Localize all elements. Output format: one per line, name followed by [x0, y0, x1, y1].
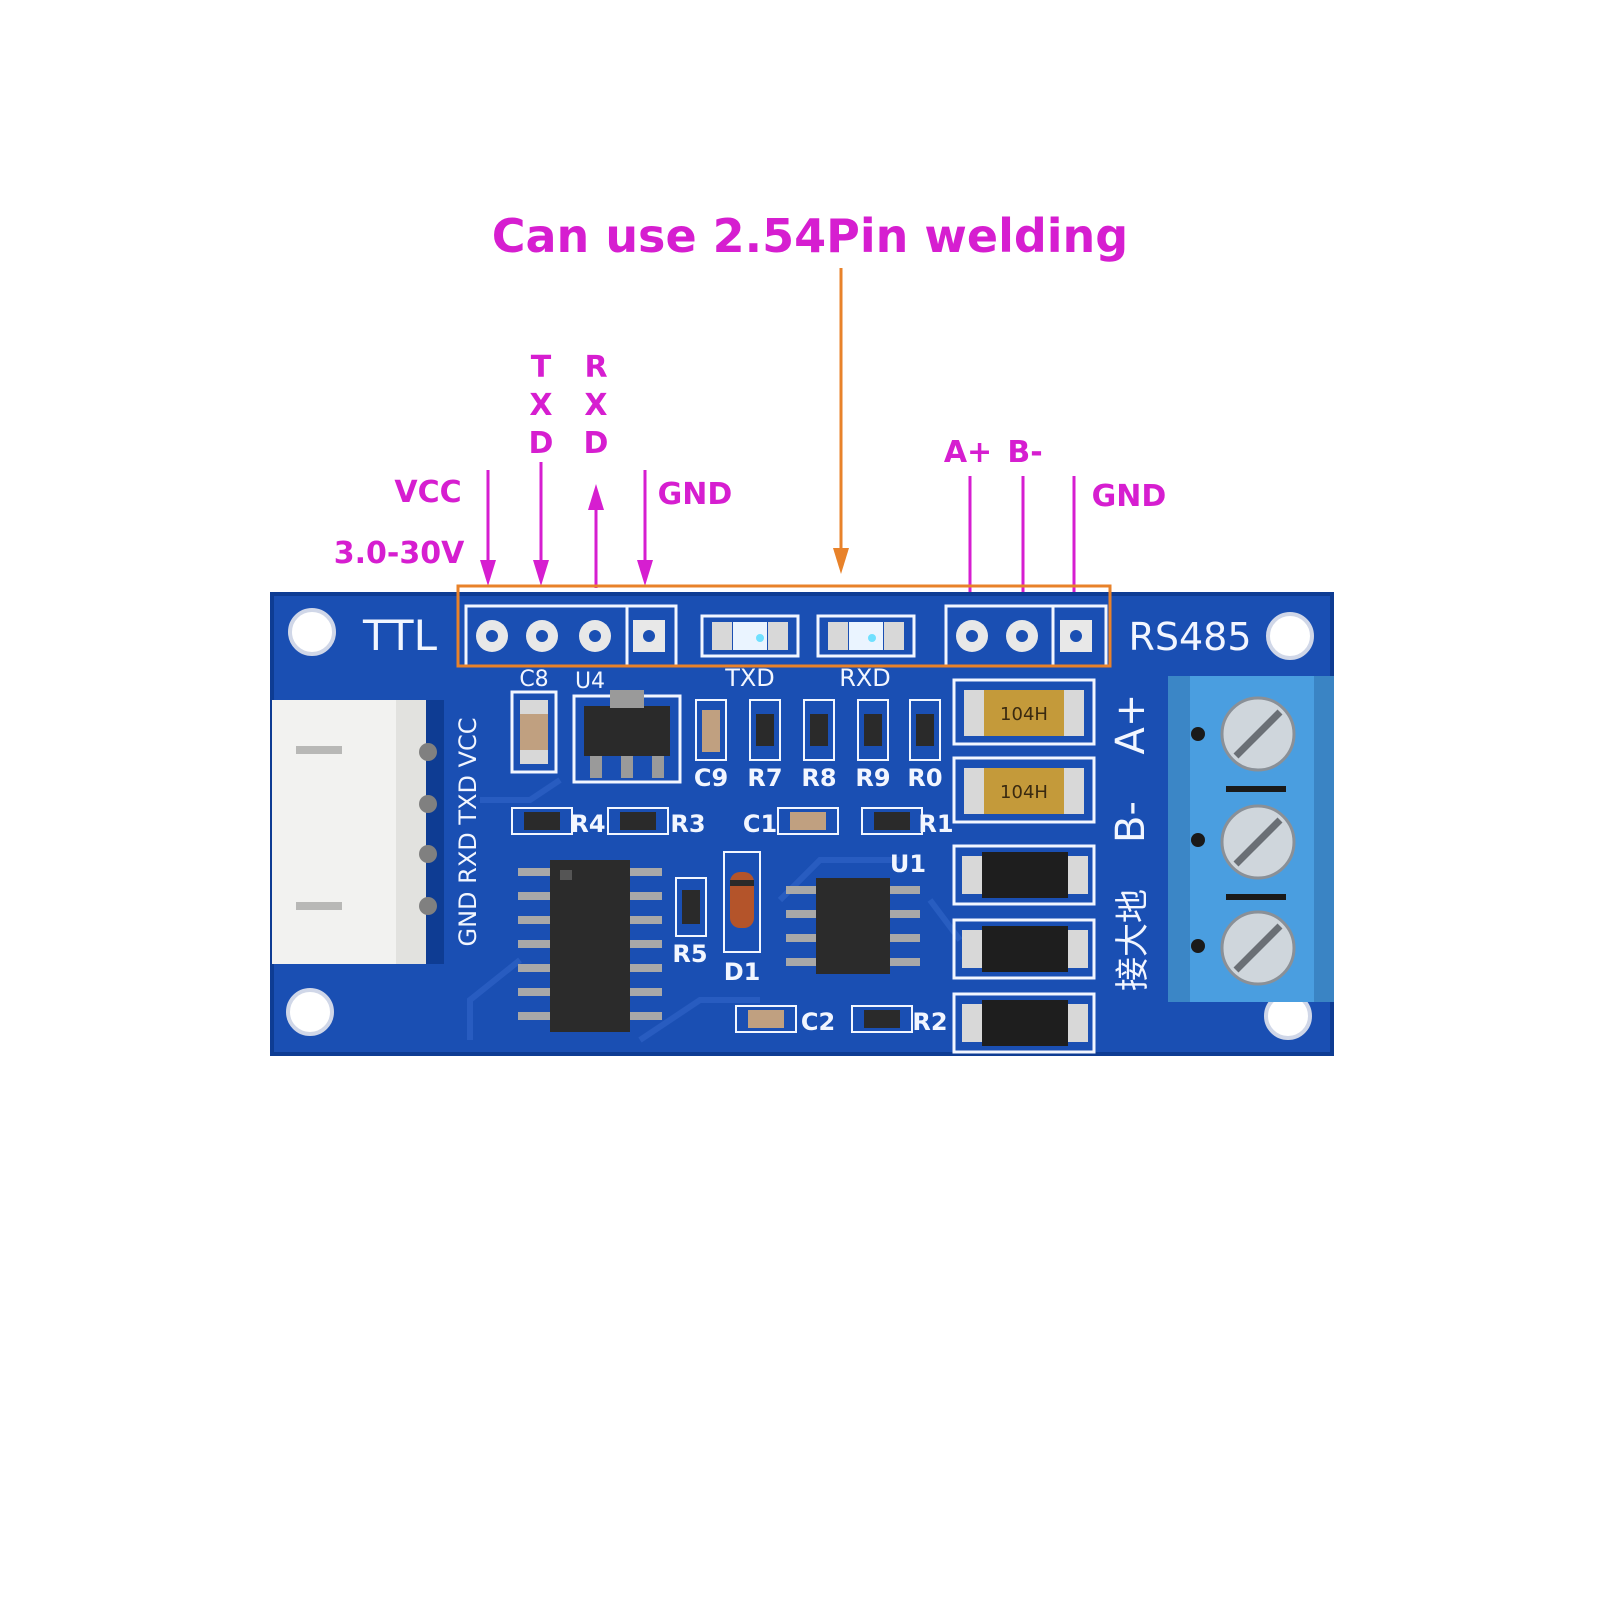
txd-arrow-icon — [533, 462, 549, 586]
callout-title: Can use 2.54Pin welding — [492, 209, 1128, 263]
svg-text:R: R — [584, 350, 607, 385]
svg-text:X: X — [529, 388, 552, 423]
ttl-header-pads — [476, 620, 665, 652]
ref-r1: R1 — [918, 810, 953, 838]
terminal-gnd-label: 接大地 — [1113, 889, 1153, 991]
rxd-arrow-icon — [588, 484, 604, 588]
header-highlight-box — [456, 584, 1112, 668]
ptc-fuse-2: 104H — [952, 756, 1096, 824]
transceiver-u1 — [786, 878, 920, 974]
svg-text:X: X — [584, 388, 607, 423]
terminal-screw-icon — [1220, 696, 1296, 986]
txd-vertical-label: T X D — [529, 350, 554, 461]
ref-u1: U1 — [890, 850, 926, 878]
smd-passives-row-3 — [735, 1005, 913, 1033]
ref-c1: C1 — [743, 810, 777, 838]
rs485-gnd-label: GND — [1092, 479, 1167, 514]
smd-passives-row — [695, 699, 941, 761]
isolator-ic — [518, 860, 662, 1032]
voltage-label: 3.0-30V — [334, 536, 465, 571]
ref-r7: R7 — [747, 764, 782, 792]
ref-d1: D1 — [724, 958, 761, 986]
jst-connector — [272, 700, 444, 964]
svg-text:D: D — [529, 426, 554, 461]
ttl-silkscreen: TTL — [362, 611, 438, 660]
svg-text:104H: 104H — [1000, 782, 1048, 803]
terminal-b-label: B- — [1108, 801, 1154, 843]
svg-text:T: T — [531, 350, 552, 385]
svg-text:D: D — [584, 426, 609, 461]
pcb-board: TTL RS485 — [270, 584, 1334, 1056]
ref-r5: R5 — [672, 940, 707, 968]
ref-u4: U4 — [575, 669, 605, 694]
ref-r8: R8 — [801, 764, 836, 792]
ref-r0: R0 — [907, 764, 942, 792]
ref-c9: C9 — [694, 764, 728, 792]
tvs-diodes — [952, 844, 1096, 1054]
ttl-gnd-label: GND — [658, 477, 733, 512]
vcc-label: VCC — [394, 475, 461, 510]
led-txd-label: TXD — [724, 664, 775, 692]
svg-text:104H: 104H — [1000, 704, 1048, 725]
led-rxd-label: RXD — [839, 664, 891, 692]
ref-r9: R9 — [855, 764, 890, 792]
rs485-silkscreen: RS485 — [1128, 615, 1251, 659]
ref-r2: R2 — [912, 1008, 947, 1036]
capacitor-c8 — [510, 690, 558, 774]
orange-arrow-icon — [833, 268, 849, 574]
rs485-header-pads — [956, 620, 1092, 652]
diode-d1 — [723, 851, 761, 953]
a-plus-label: A+ — [944, 435, 992, 470]
ref-r4: R4 — [570, 810, 605, 838]
rxd-vertical-label: R X D — [584, 350, 609, 461]
gnd-arrow-icon — [637, 470, 653, 586]
smd-passives-row-2 — [511, 807, 923, 835]
ref-c8: C8 — [519, 667, 548, 692]
terminal-a-label: A+ — [1108, 694, 1154, 755]
connector-pin-labels: GND RXD TXD VCC — [454, 717, 482, 946]
ref-c2: C2 — [801, 1008, 835, 1036]
ref-r3: R3 — [670, 810, 705, 838]
vcc-arrow-icon — [480, 470, 496, 586]
led-rxd-icon — [816, 614, 916, 658]
ptc-fuse-1: 104H — [952, 678, 1096, 746]
mounting-hole-icon — [286, 608, 1314, 1040]
b-minus-label: B- — [1007, 435, 1042, 470]
regulator-u4 — [572, 690, 682, 784]
resistor-r5 — [675, 877, 707, 937]
led-txd-icon — [700, 614, 800, 658]
